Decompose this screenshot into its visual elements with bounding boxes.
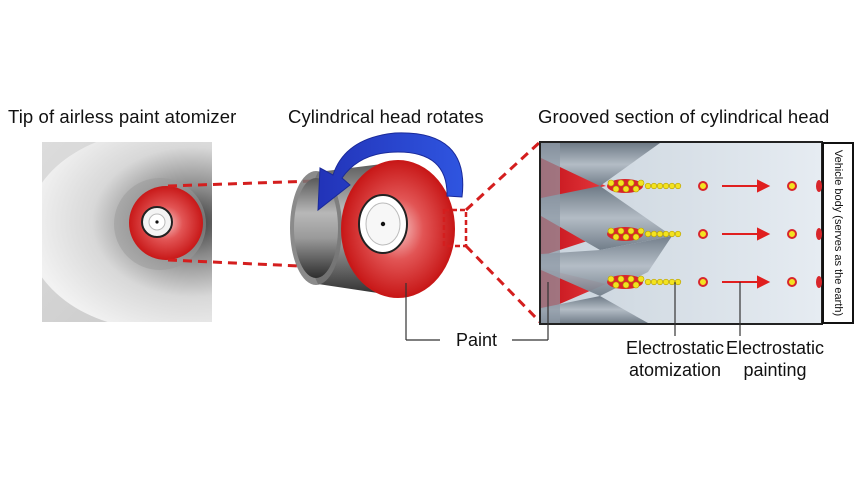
right-arrow-icon [722, 227, 771, 241]
charged-droplet [662, 182, 670, 190]
charged-droplet [656, 278, 664, 286]
right-arrow-icon [722, 179, 771, 193]
droplet-streams [607, 179, 822, 289]
charged-droplet [637, 275, 645, 283]
charged-droplet [622, 185, 630, 193]
charged-droplet [612, 233, 620, 241]
charged-droplet [617, 275, 625, 283]
charged-droplet [607, 275, 615, 283]
charged-droplet [668, 182, 676, 190]
zoom-region-marker [442, 208, 468, 248]
charged-droplet [612, 185, 620, 193]
flow-arrows [722, 179, 771, 289]
charged-droplet [656, 230, 664, 238]
charged-droplet [650, 278, 658, 286]
charged-droplet [644, 182, 652, 190]
charged-droplet [662, 230, 670, 238]
charged-droplet [617, 227, 625, 235]
title-atomizer-tip: Tip of airless paint atomizer [8, 106, 237, 127]
cylindrical-head [290, 160, 468, 298]
vehicle-body: Vehicle body (serves as the earth) [822, 142, 854, 324]
charged-droplet [627, 179, 635, 187]
vehicle-body-label: Vehicle body (serves as the earth) [832, 149, 844, 317]
charged-droplet [674, 182, 682, 190]
charged-droplet [637, 179, 645, 187]
deposited-paint [816, 180, 822, 192]
flying-droplet [787, 277, 797, 287]
charged-droplet [656, 182, 664, 190]
projection-lines-right [464, 140, 542, 324]
charged-droplet [674, 230, 682, 238]
flying-droplet [698, 181, 708, 191]
title-grooved-section: Grooved section of cylindrical head [538, 106, 830, 127]
deposited-paint [816, 228, 822, 240]
grooved-section-panel [539, 141, 823, 325]
charged-droplet [622, 233, 630, 241]
charged-droplet [627, 275, 635, 283]
right-arrow-icon [722, 275, 771, 289]
charged-droplet [617, 179, 625, 187]
charged-droplet [668, 230, 676, 238]
charged-droplet [612, 281, 620, 289]
charged-droplet [622, 281, 630, 289]
charged-droplet [674, 278, 682, 286]
charged-droplet [650, 182, 658, 190]
charged-droplet [650, 230, 658, 238]
charged-droplet [632, 185, 640, 193]
label-electrostatic-painting: Electrostatic painting [725, 338, 825, 380]
charged-droplet [627, 227, 635, 235]
charged-droplet [607, 179, 615, 187]
charged-droplet [632, 281, 640, 289]
flying-droplet [698, 229, 708, 239]
label-electrostatic-atomization: Electrostatic atomization [625, 338, 725, 380]
flying-droplet [698, 277, 708, 287]
atomizer-tip-photo [42, 142, 212, 322]
title-head-rotates: Cylindrical head rotates [288, 106, 484, 127]
deposited-paint [816, 276, 822, 288]
leader-lines [405, 282, 741, 341]
charged-droplet [607, 227, 615, 235]
label-paint: Paint [456, 330, 498, 350]
charged-droplet [662, 278, 670, 286]
charged-droplet [644, 230, 652, 238]
rotation-arrow [317, 132, 464, 212]
charged-droplet [637, 227, 645, 235]
charged-droplet [644, 278, 652, 286]
charged-droplet [632, 233, 640, 241]
flying-droplet [787, 181, 797, 191]
charged-droplet [668, 278, 676, 286]
flying-droplet [787, 229, 797, 239]
